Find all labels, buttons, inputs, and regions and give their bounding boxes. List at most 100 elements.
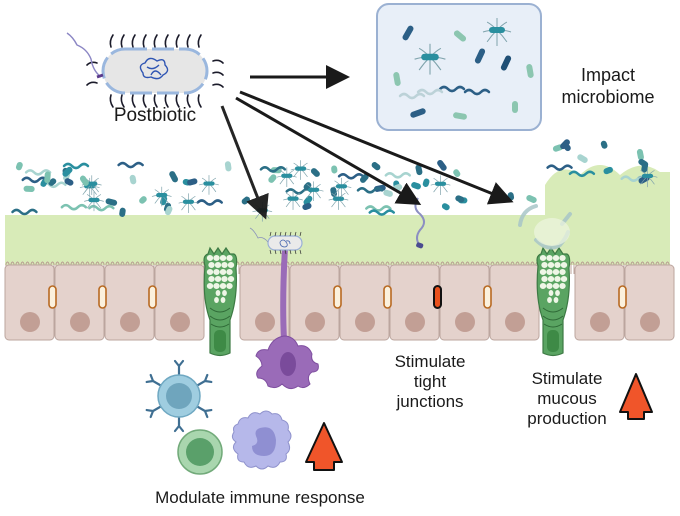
spirillum-bacterium <box>463 88 491 96</box>
stimulate-mucous-production-label: Stimulate mucous production <box>512 369 622 429</box>
microvilli <box>5 261 670 274</box>
mucin-granule <box>548 290 554 296</box>
bacterium <box>79 175 89 186</box>
mucin-glow <box>534 218 570 246</box>
antibody-icon <box>145 405 162 419</box>
label-line: production <box>527 409 607 428</box>
mucin-granule <box>554 262 561 268</box>
bacterium <box>507 192 515 201</box>
spirillum-bacterium <box>416 88 444 96</box>
bacterium <box>139 196 147 204</box>
spirillum-bacterium <box>11 208 38 216</box>
nucleus <box>305 312 325 332</box>
spirillum-bacterium <box>60 203 88 211</box>
flagellated-bacterium <box>331 177 352 198</box>
lumen-microbiota <box>11 139 658 222</box>
bacterium <box>62 166 73 177</box>
flagellated-bacterium <box>283 190 303 210</box>
nucleus <box>355 312 375 332</box>
bacterium <box>453 169 461 177</box>
bacterium <box>526 64 534 78</box>
spirillum-bacterium <box>62 162 90 170</box>
bacterium <box>393 72 401 86</box>
mucin-granule <box>539 283 547 289</box>
tight-junction-active <box>433 285 442 309</box>
bacterium <box>560 139 570 150</box>
bacterium <box>410 108 426 118</box>
mucin-granule <box>213 283 220 289</box>
flagellated-bacterium <box>199 175 219 195</box>
spirillum-bacterium <box>259 166 287 173</box>
tight-junction <box>483 285 492 309</box>
nucleus <box>20 312 40 332</box>
mucin-granule <box>554 276 561 282</box>
flagellated-bacterium <box>276 167 297 187</box>
spirillum-bacterium <box>438 85 466 93</box>
mucin-granule <box>206 283 214 289</box>
bacterium <box>44 171 51 184</box>
bacterium <box>512 101 518 113</box>
bacterium <box>603 166 613 175</box>
mucin-granule <box>221 262 228 268</box>
postbiotic-label: Postbiotic <box>113 105 197 126</box>
mucin-granule <box>208 276 215 282</box>
bacterium <box>224 161 232 172</box>
mucin-granule <box>226 283 233 289</box>
spirillum-bacterium <box>356 187 384 194</box>
spirillum-bacterium <box>546 164 573 171</box>
bacterium <box>453 30 467 42</box>
mucin-granule <box>553 297 559 303</box>
bacterium <box>48 178 57 186</box>
mucin-granule <box>220 297 226 303</box>
mucin-granule <box>552 269 560 275</box>
mucin-granule <box>546 283 553 289</box>
dendritic-cell <box>249 227 319 390</box>
antibody-icon <box>196 373 213 387</box>
flagellated-bacterium <box>637 167 658 188</box>
antibody-icon <box>173 415 185 433</box>
nucleus <box>405 312 425 332</box>
tight-junction <box>48 285 57 309</box>
epithelial-cell <box>239 264 290 341</box>
label-line: microbiome <box>561 87 655 107</box>
label-line: junctions <box>396 392 464 411</box>
mucin-granule <box>219 283 227 289</box>
spirillum-bacterium <box>196 199 223 206</box>
mucin-granule <box>227 262 235 268</box>
mucin-granule <box>213 255 220 261</box>
label-line: Stimulate <box>531 369 603 388</box>
mucin-granule <box>222 290 227 296</box>
bacterium <box>105 198 118 206</box>
epithelium <box>4 261 675 341</box>
bacterium <box>359 173 369 183</box>
spirillum-bacterium <box>365 205 392 212</box>
label-line: Impact <box>580 65 636 85</box>
mucin-granule <box>552 283 560 289</box>
spirillum-bacterium <box>117 161 144 169</box>
mucin-granule <box>221 276 228 282</box>
bacterium <box>15 161 23 171</box>
mucin-granule <box>539 255 547 261</box>
mucin-granule <box>539 269 547 275</box>
bacterium <box>383 189 393 197</box>
modulate-immune-response-label: Modulate immune response <box>155 488 365 507</box>
bacterium <box>23 185 35 192</box>
microbiome-box <box>376 3 542 131</box>
nucleus <box>455 312 475 332</box>
mucin-granule <box>547 262 555 268</box>
mucin-granule <box>213 269 220 275</box>
nucleus <box>255 312 275 332</box>
flagellated-bacterium <box>414 43 446 75</box>
mucin-granule <box>219 255 227 261</box>
mucin-granule <box>559 269 566 275</box>
goblet-cell-right <box>536 246 571 357</box>
bacterium <box>500 55 512 71</box>
bacterium <box>302 202 312 211</box>
bacterium <box>636 148 644 161</box>
arrow-to-mucous <box>239 90 514 205</box>
label-line: mucous <box>537 389 597 408</box>
bacterium <box>411 182 421 190</box>
effect-arrows <box>220 65 514 220</box>
spirillum-bacterium <box>21 176 48 184</box>
label-line: Stimulate <box>394 352 466 371</box>
